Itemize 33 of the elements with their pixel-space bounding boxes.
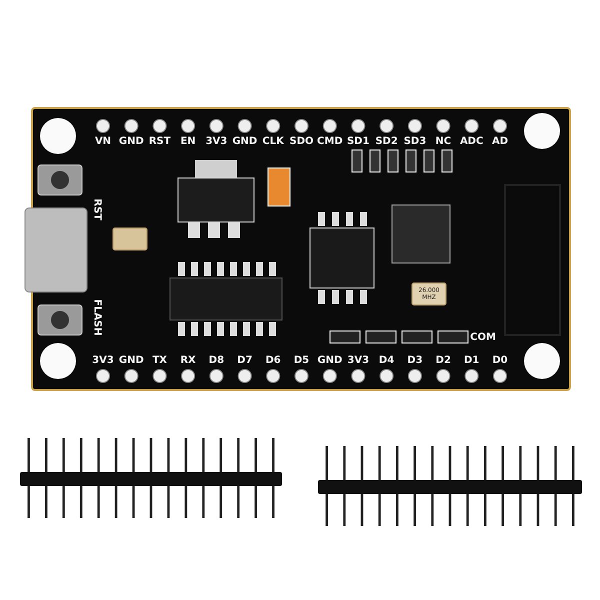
- pin-label: SD1: [346, 136, 370, 147]
- pin-label: GND: [118, 355, 144, 366]
- pin-label: RX: [180, 355, 196, 366]
- pin-label: NC: [435, 136, 452, 147]
- pin-label: VN: [94, 136, 112, 147]
- pin-label: D2: [436, 355, 451, 366]
- pin-label: 3V3: [92, 355, 114, 366]
- pin-label: CLK: [262, 136, 284, 147]
- pin-label: RST: [148, 136, 171, 147]
- pin-label: AD: [492, 136, 508, 147]
- pin-label: SD3: [404, 136, 426, 147]
- pin-label: D3: [407, 355, 423, 366]
- pin-label: CMD: [317, 136, 343, 147]
- pin-label: ADC: [460, 136, 484, 147]
- button-label: RST: [92, 198, 102, 220]
- pin-label: COM: [470, 332, 496, 343]
- pin-label: EN: [180, 136, 196, 147]
- pin-label: 3V3: [206, 136, 228, 147]
- pin-label: D5: [294, 355, 310, 366]
- pin-label: D4: [378, 355, 394, 366]
- button-label: FLASH: [92, 299, 102, 336]
- pin-label: SDO: [290, 136, 314, 147]
- pin-label: D0: [492, 355, 508, 366]
- pin-label: D1: [464, 355, 480, 366]
- pin-label: GND: [232, 136, 258, 147]
- pin-label: D8: [208, 355, 224, 366]
- pin-label: D6: [266, 355, 281, 366]
- pin-label: GND: [118, 136, 144, 147]
- pin-label: D7: [237, 355, 252, 366]
- pin-label: SD2: [375, 136, 398, 147]
- pin-label: GND: [317, 355, 342, 366]
- pin-label: 3V3: [347, 355, 370, 366]
- pin-label: TX: [152, 355, 167, 366]
